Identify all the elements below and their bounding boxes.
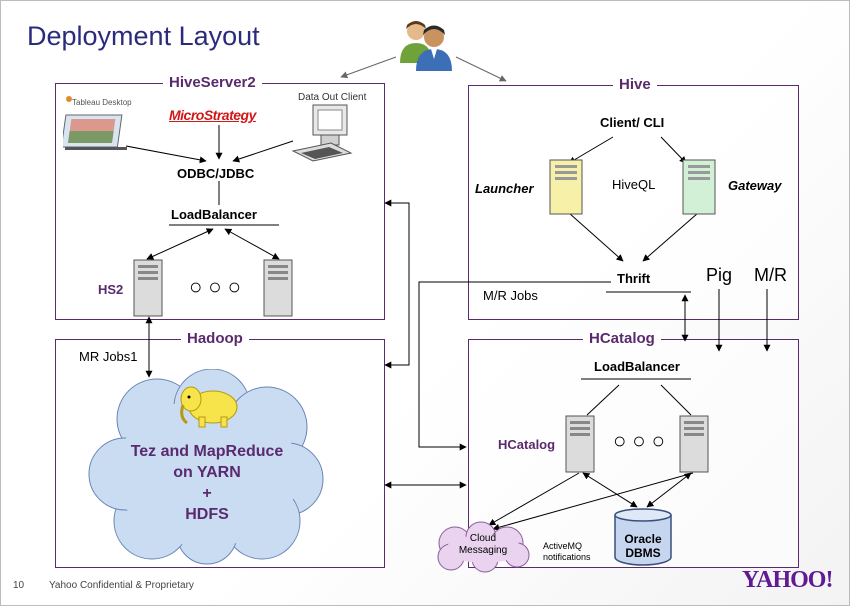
users-icon	[400, 21, 452, 71]
page-number: 10	[13, 580, 25, 591]
launcher-label: Launcher	[475, 181, 534, 196]
hcat-ellipsis: ○○○	[613, 428, 671, 453]
launcher-server-icon	[549, 159, 583, 215]
gateway-label: Gateway	[728, 178, 782, 193]
slide-title: Deployment Layout	[27, 21, 260, 51]
oracle-text: Oracle DBMS	[613, 532, 673, 560]
hcatalog-label: HCatalog	[583, 330, 661, 348]
activemq-line-1: ActiveMQ	[543, 541, 583, 551]
hcat-server-label: HCatalog	[498, 437, 556, 452]
pig-label: Pig	[706, 265, 733, 285]
computer-icon	[291, 104, 353, 162]
oracle-line-2: DBMS	[625, 546, 661, 560]
hcat-server-icon-2	[679, 415, 709, 473]
mr-jobs1-label: MR Jobs1	[79, 349, 138, 364]
gateway-server-icon	[682, 159, 716, 215]
hive-label: Hive	[613, 76, 657, 94]
activemq-text: ActiveMQ notifications	[543, 541, 591, 563]
data-out-client-label: Data Out Client	[298, 92, 367, 103]
hs2-server-icon-2	[263, 259, 293, 317]
thrift-label: Thrift	[617, 271, 651, 286]
hs2-ellipsis: ○○○	[189, 274, 247, 299]
hs2-label: HS2	[98, 282, 124, 297]
client-cli-label: Client/ CLI	[600, 115, 665, 130]
hs2-server-icon	[133, 259, 163, 317]
odbc-jdbc-label: ODBC/JDBC	[177, 166, 255, 181]
hadoop-label: Hadoop	[181, 330, 249, 348]
oracle-line-1: Oracle	[624, 532, 662, 546]
yahoo-logo: YAHOO!	[742, 567, 833, 593]
mr-label: M/R	[754, 265, 787, 285]
hcat-load-balancer-label: LoadBalancer	[594, 359, 680, 374]
cloud-line-2: on YARN	[173, 464, 241, 481]
cloud-line-4: HDFS	[185, 506, 229, 523]
hiveql-label: HiveQL	[612, 177, 656, 192]
mr-jobs-label: M/R Jobs	[483, 288, 538, 303]
cloud-messaging-line-2: Messaging	[458, 545, 508, 556]
tableau-desktop-icon	[60, 93, 143, 158]
cloud-messaging-text: Cloud Messaging	[451, 533, 515, 557]
tableau-label: Tableau Desktop	[72, 98, 132, 107]
hs2-load-balancer-label: LoadBalancer	[171, 207, 257, 222]
cloud-messaging-line-1: Cloud	[469, 533, 497, 544]
confidential-notice: Yahoo Confidential & Proprietary	[49, 580, 194, 591]
yarn-cloud-text: Tez and MapReduce on YARN + HDFS	[97, 441, 317, 525]
cloud-messaging-shape	[437, 521, 530, 573]
hadoop-elephant-icon	[180, 386, 238, 428]
hiveserver2-label: HiveServer2	[163, 74, 262, 92]
activemq-line-2: notifications	[543, 552, 591, 562]
microstrategy-logo: MicroStrategy	[169, 107, 256, 123]
cloud-line-1: Tez and MapReduce	[130, 443, 284, 460]
oracle-database-icon	[614, 508, 672, 566]
cloud-line-3: +	[202, 485, 212, 502]
hcat-server-icon	[565, 415, 595, 473]
